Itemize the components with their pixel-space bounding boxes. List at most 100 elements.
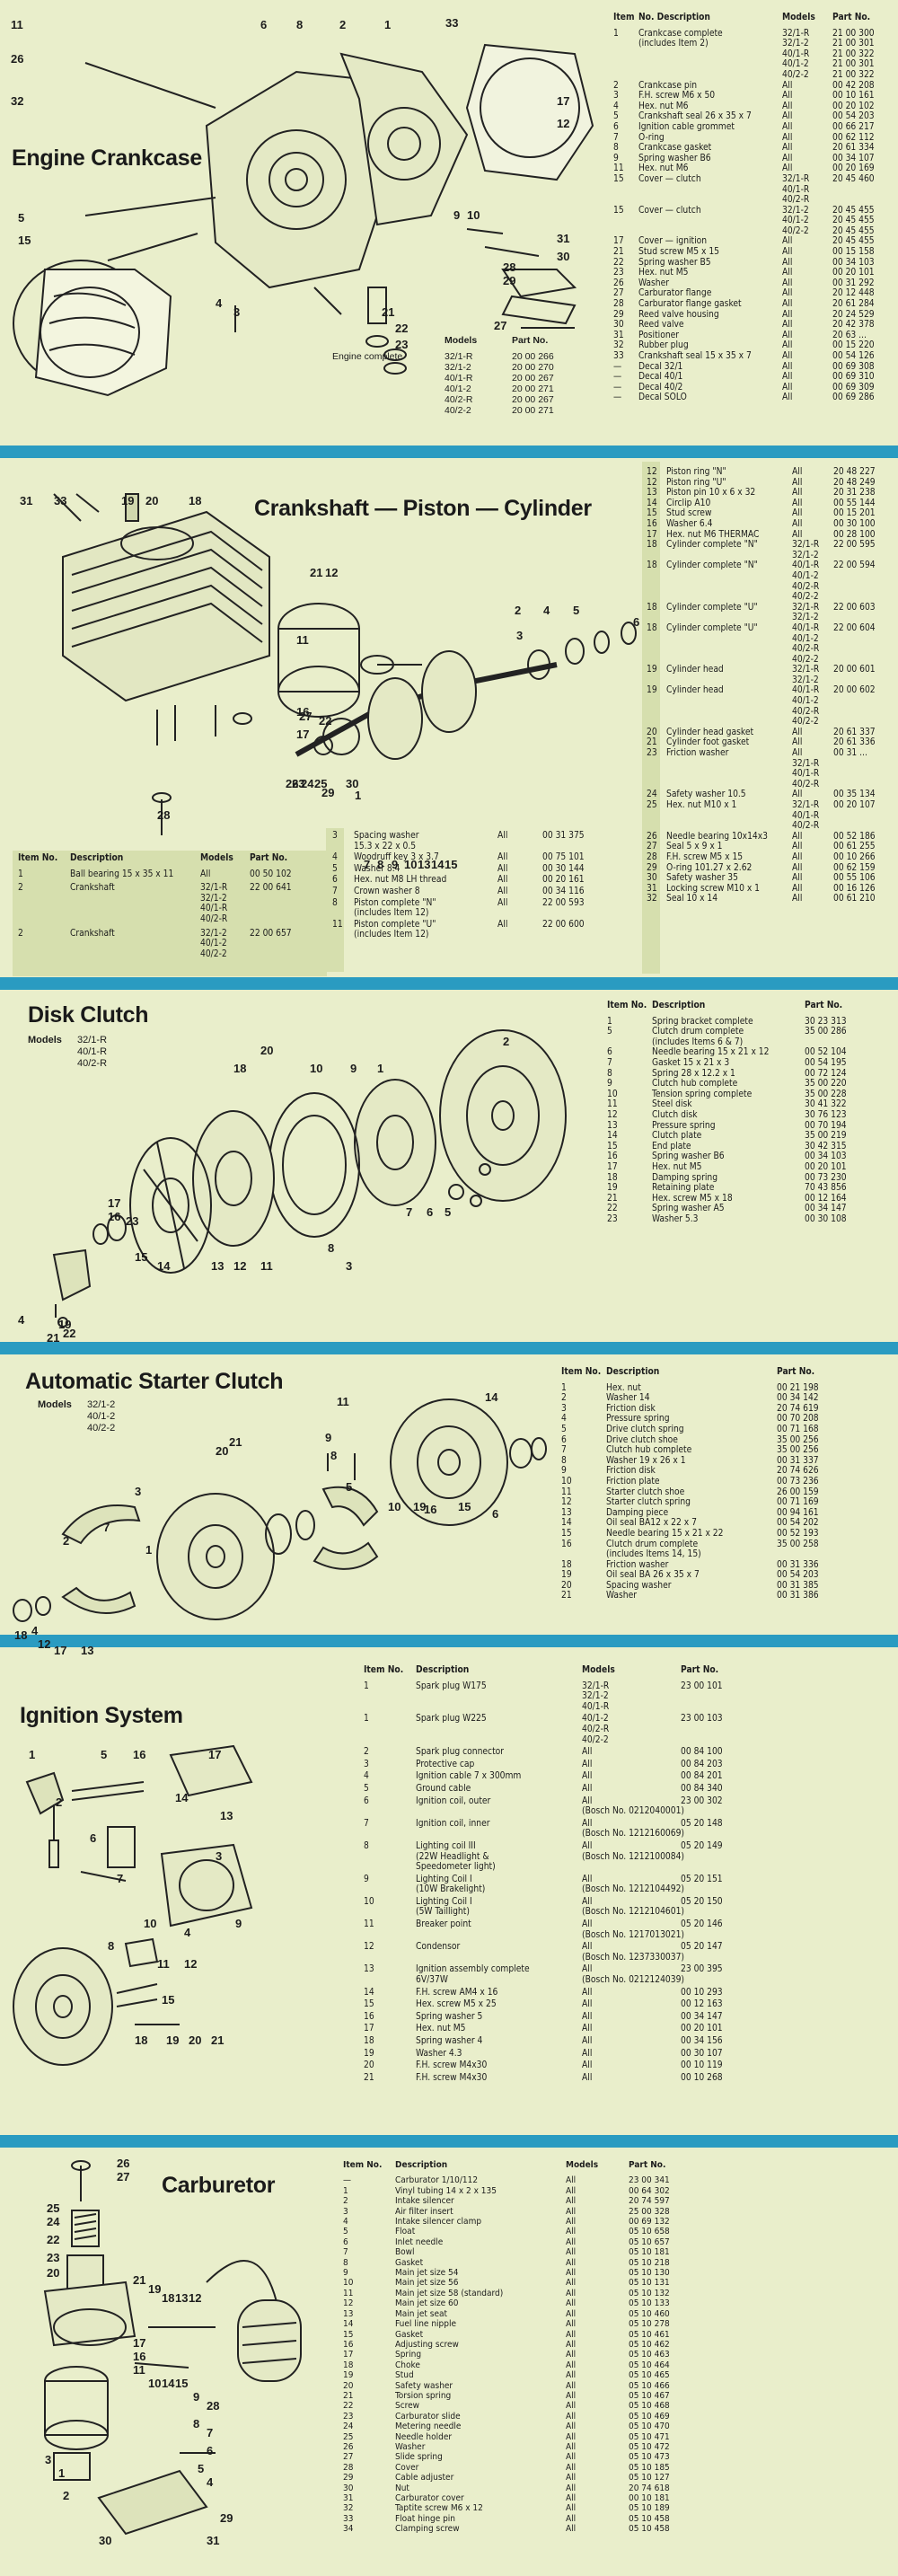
item-no: 9 <box>613 153 619 163</box>
description: Washer 6.4 <box>666 518 713 529</box>
models: All <box>566 2288 577 2298</box>
part-no: 05 10 458 <box>629 2513 670 2524</box>
description: Spring <box>395 2350 422 2360</box>
callout-number: 11 <box>337 1395 349 1408</box>
part-no: 00 71 169 <box>777 1497 819 1508</box>
callout-number: 10 <box>310 1062 323 1075</box>
callout-number: 31 <box>207 2534 220 2547</box>
models: All <box>792 790 803 800</box>
item-no: 18 <box>343 2360 354 2370</box>
description: F.H. screw M4x30 <box>416 2060 488 2071</box>
callout-number: 12 <box>184 1957 198 1971</box>
callout-number: 30 <box>99 2534 112 2547</box>
model-value: 32/1-R <box>77 1035 108 1045</box>
description: Woodruff key 3 x 3.7 <box>354 852 439 863</box>
item-no: 22 <box>607 1204 618 1214</box>
item-no: 10 <box>364 1896 374 1907</box>
part-no: 00 52 193 <box>777 1528 819 1539</box>
callout-number: 26 <box>117 2157 130 2170</box>
callout-number: 4 <box>31 1624 39 1637</box>
callout-number: 16 <box>108 1210 121 1223</box>
description: Crankcase gasket <box>638 143 712 154</box>
description: Breaker point <box>416 1919 471 1930</box>
models: All <box>582 2011 593 2022</box>
section-divider <box>0 977 898 990</box>
callout-number: 8 <box>193 2417 200 2430</box>
description: Locking screw M10 x 1 <box>666 883 761 894</box>
part-no: 00 30 144 <box>542 863 585 874</box>
models: All <box>566 2257 577 2268</box>
callout-number: 3 <box>516 629 524 642</box>
callout-number: 10 <box>148 2377 162 2390</box>
part-no: 00 52 186 <box>833 831 876 842</box>
callout-number: 14 <box>485 1390 498 1404</box>
description: Stud screw <box>666 508 712 519</box>
description: Cylinder complete "N" <box>666 540 758 551</box>
ignition-section: Ignition System Item No. Description Mod… <box>0 1647 898 2135</box>
models: All <box>782 340 793 351</box>
item-no: 29 <box>647 862 657 873</box>
description: Damping piece <box>606 1507 669 1518</box>
col-description: Description <box>652 1001 706 1010</box>
part-no: 00 54 203 <box>832 111 875 122</box>
part-no: 35 00 286 <box>805 1027 847 1037</box>
part-no: 20 45 460 <box>832 173 875 184</box>
callout-number: 18 <box>233 1062 247 1075</box>
part-no: 00 20 169 <box>832 163 875 174</box>
callout-number: 32 <box>11 94 24 108</box>
part-no: 20 00 271 <box>512 384 554 394</box>
callout-number: 29 <box>503 274 516 287</box>
description <box>666 759 792 790</box>
section-divider <box>0 1342 898 1354</box>
callout-number: 23 <box>395 338 409 351</box>
callout-number: 21 <box>211 2033 224 2047</box>
part-no: 00 20 107 <box>833 800 876 810</box>
description: Cylinder complete "U" <box>666 602 758 613</box>
description: F.H. screw M4x30 <box>416 2072 488 2083</box>
callout-number: 10 <box>404 858 418 871</box>
part-no: 00 10 266 <box>833 851 876 862</box>
description: Crankshaft seal 26 x 35 x 7 <box>638 111 752 122</box>
callout-number: 33 <box>54 494 67 507</box>
description: Adjusting screw <box>395 2339 459 2350</box>
callout-number: 7 <box>207 2426 214 2439</box>
models: All <box>782 288 793 299</box>
part-no: 00 69 309 <box>832 382 875 393</box>
description: Ignition cable grommet <box>638 121 735 132</box>
models: All <box>782 361 793 372</box>
callout-number: 13 <box>418 858 431 871</box>
part-no: 05 20 147 <box>681 1942 723 1953</box>
callout-number: 16 <box>133 2350 146 2363</box>
col-partno: Part No. <box>250 853 288 863</box>
callout-number: 21 <box>310 566 323 579</box>
part-no: 20 63 ... <box>832 330 867 340</box>
callout-number: 19 <box>148 2282 162 2296</box>
description: Crown washer 8 <box>354 886 420 896</box>
models: All <box>497 886 508 896</box>
description: Damping spring <box>652 1172 718 1183</box>
callout-number: 6 <box>260 18 268 31</box>
description: Cable adjuster <box>395 2473 454 2483</box>
item-no: 19 <box>647 685 657 696</box>
item-no: 29 <box>613 309 624 320</box>
models: All(Bosch No. 1212100084) <box>582 1840 684 1862</box>
models: All <box>566 2268 577 2279</box>
item-no: 2 <box>364 1747 369 1758</box>
item-no: 11 <box>332 919 343 930</box>
callout-number: 13 <box>220 1809 233 1822</box>
